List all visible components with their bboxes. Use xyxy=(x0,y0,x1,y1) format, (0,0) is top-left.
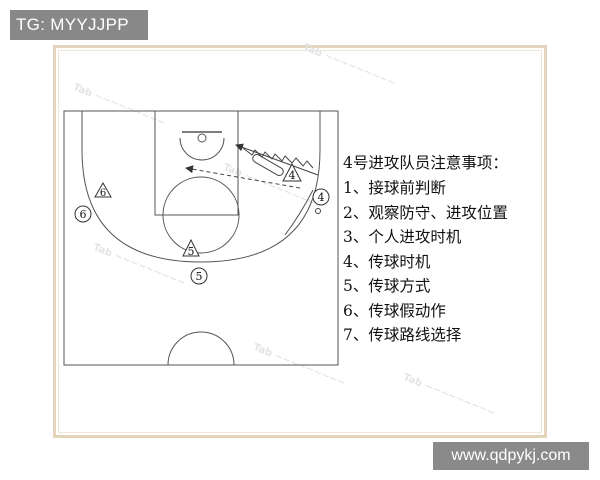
defender-4-pressure-line xyxy=(242,147,314,169)
offense-6-circle xyxy=(74,205,92,223)
notes-item: 4、传球时机 xyxy=(343,252,431,271)
defender-6-triangle xyxy=(94,181,112,198)
three-point-arc xyxy=(81,149,321,263)
wing-curve xyxy=(284,189,314,236)
notes-item: 6、传球假动作 xyxy=(343,301,446,320)
top-tag: TG: MYYJJPP xyxy=(10,10,148,40)
offense-4-circle xyxy=(312,188,330,206)
notes-item: 5、传球方式 xyxy=(343,277,431,295)
defender-6-label: 6 xyxy=(100,188,106,199)
ball-icon xyxy=(315,208,321,214)
defender-4-body xyxy=(252,154,284,176)
free-throw-circle-bottom xyxy=(162,214,240,254)
defender-4-triangle xyxy=(282,162,302,182)
picture-inner-frame xyxy=(58,50,542,433)
notes-item: 3、个人进攻时机 xyxy=(343,228,462,246)
offense-5-circle xyxy=(190,267,208,285)
defender-5-label: 5 xyxy=(188,245,195,258)
watermark-url: www.qdpykj.com xyxy=(433,442,589,470)
notes-item: 1、接球前判断 xyxy=(343,179,446,197)
offense-6-label: 6 xyxy=(80,208,87,221)
pass-path-dashed xyxy=(185,165,301,189)
cut-arrow xyxy=(235,143,319,176)
notes-item: 7、传球路线选择 xyxy=(343,326,462,344)
defender-4-label: 4 xyxy=(289,169,296,182)
paint-area xyxy=(154,110,239,216)
offense-5-label: 5 xyxy=(196,270,203,283)
notes-item: 2、观察防守、进攻位置 xyxy=(343,203,508,222)
free-throw-circle-top xyxy=(162,176,240,216)
court-outline xyxy=(63,110,339,366)
notes-panel: 4号进攻队员注意事项： 1、接球前判断 2、观察防守、进攻位置 3、个人进攻时机… xyxy=(343,150,543,348)
restricted-area-arc xyxy=(179,137,225,161)
hoop xyxy=(197,133,207,143)
notes-title: 4号进攻队员注意事项： xyxy=(343,154,508,172)
offense-4-label: 4 xyxy=(318,191,325,204)
defender-5-triangle xyxy=(182,238,200,257)
center-circle xyxy=(167,331,235,366)
